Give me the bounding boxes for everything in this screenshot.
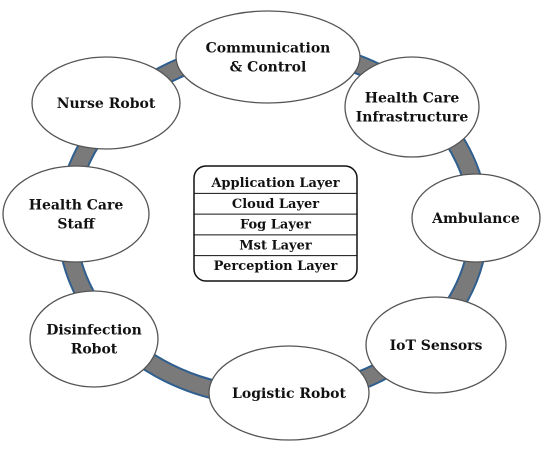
node-label: Staff xyxy=(57,217,96,233)
node-label: Disinfection xyxy=(46,323,142,339)
node-label: Nurse Robot xyxy=(57,96,156,112)
node-ellipse xyxy=(411,173,541,263)
node-ellipse xyxy=(365,296,507,394)
node-label: Ambulance xyxy=(431,211,520,227)
node-label: Communication xyxy=(206,41,331,57)
node-communication: Communication & Control xyxy=(175,10,361,104)
node-ellipse xyxy=(208,345,370,441)
layer-label: Perception Layer xyxy=(214,259,338,274)
layer-box xyxy=(193,165,358,282)
node-ellipse xyxy=(29,290,159,388)
node-label: Health Care xyxy=(365,91,460,107)
node-label: Robot xyxy=(71,342,118,358)
layer-label: Application Layer xyxy=(210,176,339,191)
node-ellipse xyxy=(31,56,181,150)
node-nurse: Nurse Robot xyxy=(31,56,181,150)
node-ambulance: Ambulance xyxy=(411,173,541,263)
node-ellipse xyxy=(344,56,480,158)
node-label: & Control xyxy=(230,60,307,76)
node-ellipse xyxy=(175,10,361,104)
node-label: Infrastructure xyxy=(356,110,469,126)
layer-label: Mst Layer xyxy=(239,238,312,253)
layer-label: Cloud Layer xyxy=(232,197,319,212)
node-label: IoT Sensors xyxy=(390,338,483,354)
node-logistic: Logistic Robot xyxy=(208,345,370,441)
node-iot: IoT Sensors xyxy=(365,296,507,394)
node-ellipse xyxy=(2,165,150,263)
node-label: Health Care xyxy=(29,198,124,214)
node-label: Logistic Robot xyxy=(232,386,346,402)
layer-label: Fog Layer xyxy=(240,218,311,233)
